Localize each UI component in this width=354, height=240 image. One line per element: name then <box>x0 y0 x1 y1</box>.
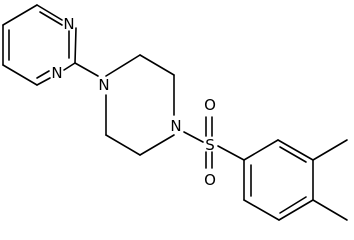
atom-oxygen-bottom: O <box>204 171 216 189</box>
pyrimidine-piperazine-bond <box>74 62 99 77</box>
pyrimidine-ring <box>2 4 77 86</box>
atom-n-pyrimidine-bottom: N <box>51 64 62 82</box>
molecule-structure: N N N N S O O <box>2 4 348 221</box>
atom-n-pyrimidine-top: N <box>63 15 74 33</box>
atom-n-piperazine-left: N <box>98 76 109 94</box>
atom-sulfur: S <box>205 136 215 154</box>
sulfur-benzene-bond <box>217 145 245 161</box>
atom-n-piperazine-right: N <box>170 117 181 135</box>
atom-labels: N N N N S O O <box>51 15 216 189</box>
piperazine-ring <box>105 54 175 156</box>
piperazine-sulfur-bond <box>183 131 204 143</box>
atom-oxygen-top: O <box>204 96 216 114</box>
sulfonyl-oxygen-bonds <box>205 116 213 169</box>
methyl-bonds <box>312 139 348 221</box>
benzene-ring <box>243 139 314 221</box>
